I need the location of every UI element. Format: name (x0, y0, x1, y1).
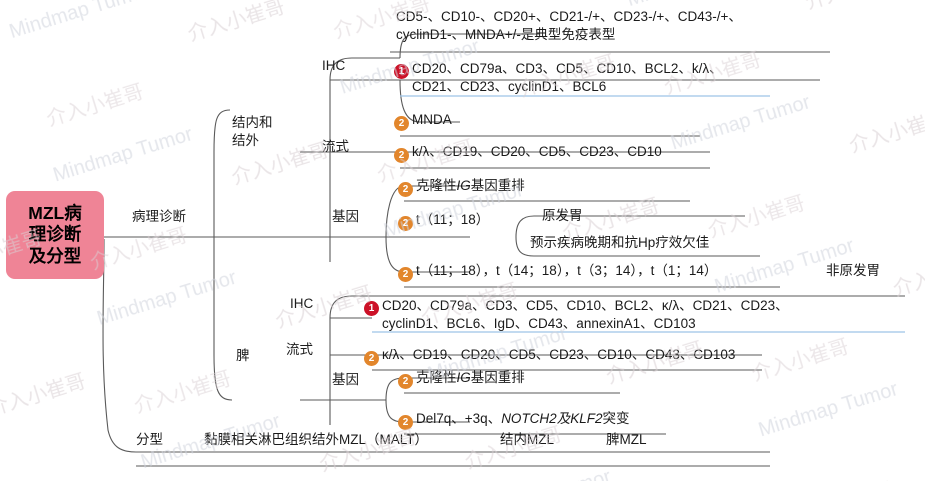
nodal-gene-multi-note-nongastric: 非原发胃 (826, 263, 880, 278)
nodal-flow-panel-text: k/λ、CD19、CD20、CD5、CD23、CD10 (412, 144, 662, 159)
group-spleen[interactable]: 脾 (236, 348, 250, 363)
subbranch-spleen-flow[interactable]: 流式 (286, 342, 313, 357)
nodal-gene-clonal-ital: IG (456, 178, 471, 193)
nodal-gene-t1118-note-primary-gastric: 原发胃 (542, 208, 583, 223)
badge-2-icon: 2 (364, 351, 379, 366)
subbranch-nodal-ihc[interactable]: IHC (322, 58, 346, 73)
classification-item-nodal[interactable]: 结内MZL (500, 432, 554, 447)
branch-classification[interactable]: 分型 (136, 432, 163, 447)
nodal-gene-clonal-post: 基因重排 (470, 178, 525, 193)
badge-2-icon: 2 (398, 182, 413, 197)
nodal-gene-t1118-note-prognosis: 预示疾病晚期和抗Hp疗效欠佳 (530, 235, 710, 250)
subbranch-nodal-gene[interactable]: 基因 (332, 209, 359, 224)
branch-pathology[interactable]: 病理诊断 (132, 209, 186, 224)
spleen-gene-clonal-post: 基因重排 (470, 370, 525, 385)
spleen-gene-mut-ital-klf2: KLF2 (570, 411, 603, 426)
subbranch-spleen-ihc[interactable]: IHC (290, 296, 314, 311)
spleen-gene-mut-ital-notch2: NOTCH2 (501, 411, 557, 426)
badge-1-icon: 1 (394, 64, 409, 79)
classification-item-malt[interactable]: 黏膜相关淋巴组织结外MZL（MALT） (204, 432, 429, 447)
badge-1-icon: 1 (364, 301, 379, 316)
badge-2-icon: 2 (398, 216, 413, 231)
nodal-ihc-mnda-text: MNDA (412, 112, 452, 127)
subbranch-nodal-flow[interactable]: 流式 (322, 139, 349, 154)
spleen-ihc-panel-text: CD20、CD79a、CD3、CD5、CD10、BCL2、κ/λ、CD21、CD… (382, 298, 789, 331)
spleen-gene-clonal-pre: 克隆性 (416, 370, 457, 385)
nodal-ihc-note: CD5-、CD10-、CD20+、CD21-/+、CD23-/+、CD43-/+… (396, 9, 742, 42)
badge-2-icon: 2 (398, 374, 413, 389)
root-node[interactable]: MZL病 理诊断 及分型 (6, 191, 104, 279)
group-nodal-extranodal[interactable]: 结内和 结外 (232, 115, 273, 148)
subbranch-spleen-gene[interactable]: 基因 (332, 372, 359, 387)
nodal-gene-multi-text: t（11；18），t（14；18），t（3；14），t（1；14） (416, 263, 718, 278)
spleen-gene-mut-mid: 及 (556, 411, 571, 426)
nodal-gene-t1118-text: t（11；18） (416, 212, 490, 227)
badge-2-icon: 2 (394, 116, 409, 131)
spleen-gene-mut-post: 突变 (602, 411, 630, 426)
nodal-gene-clonal-pre: 克隆性 (416, 178, 457, 193)
nodal-ihc-panel-text: CD20、CD79a、CD3、CD5、CD10、BCL2、k/λ、 CD21、C… (412, 61, 723, 94)
badge-2-icon: 2 (398, 267, 413, 282)
root-label: MZL病 理诊断 及分型 (28, 202, 82, 266)
badge-2-icon: 2 (394, 148, 409, 163)
spleen-flow-panel-text: κ/λ、CD19、CD20、CD5、CD23、CD10、CD43、CD103 (382, 347, 736, 362)
spleen-gene-mut-pre: Del7q、+3q、 (416, 411, 502, 426)
spleen-gene-clonal-ital: IG (456, 370, 471, 385)
classification-item-splenic[interactable]: 脾MZL (606, 432, 647, 447)
badge-2-icon: 2 (398, 415, 413, 430)
